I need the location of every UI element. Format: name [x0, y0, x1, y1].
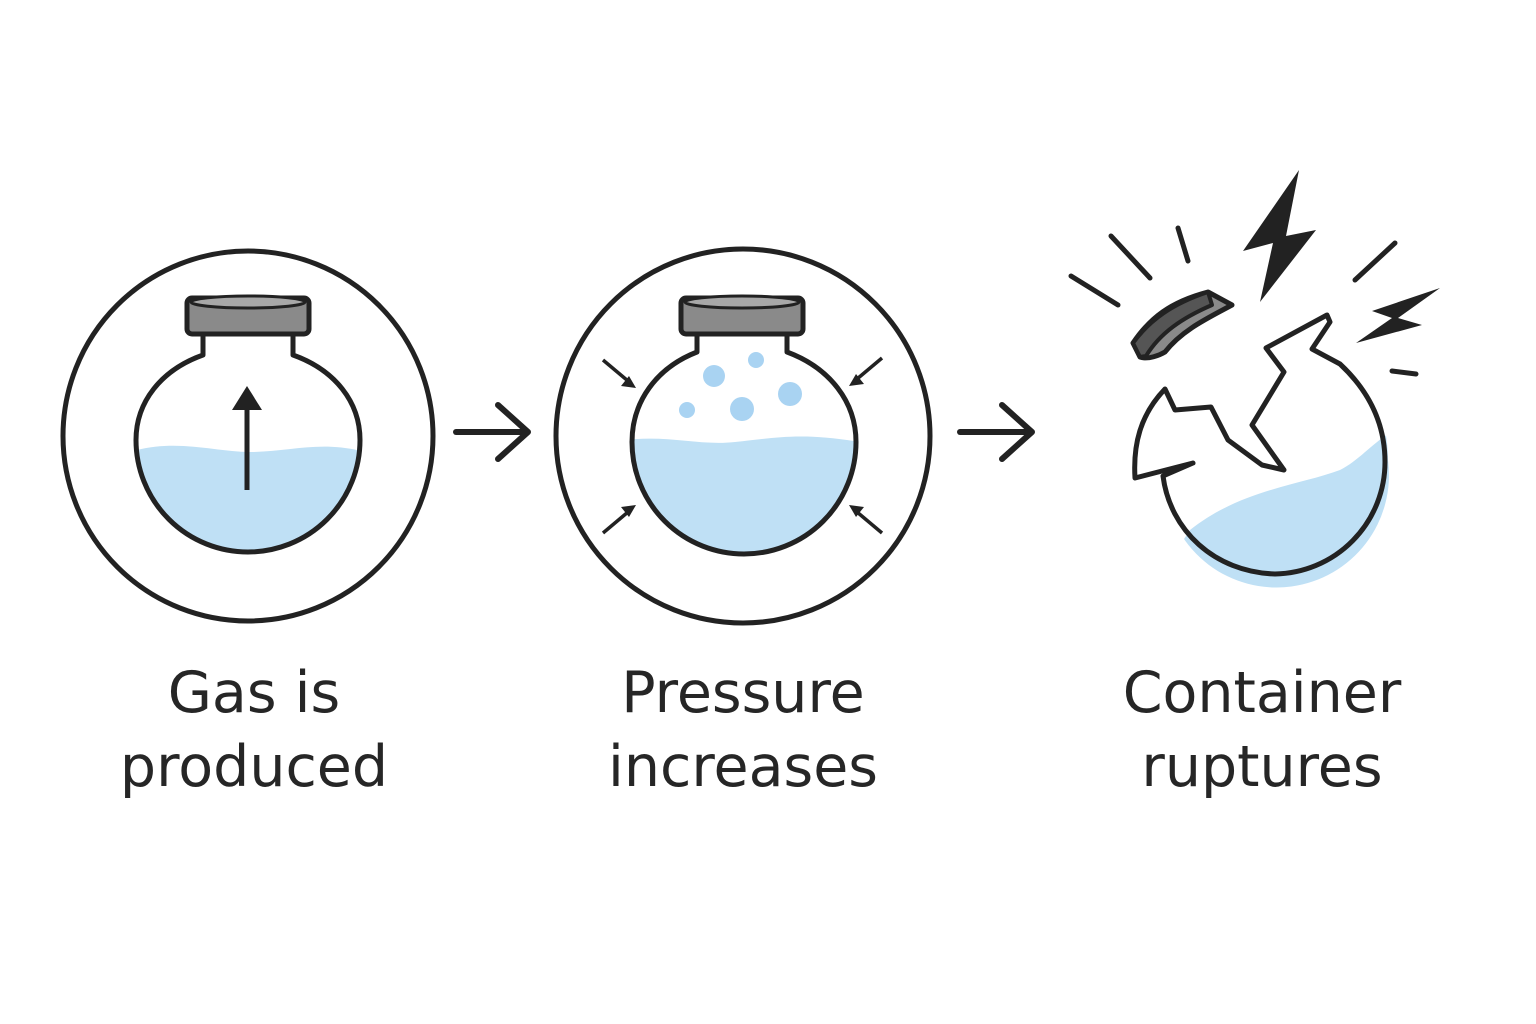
step-1-ring — [60, 248, 436, 624]
broken-lid — [1130, 289, 1235, 361]
step-2-label-line-2: increases — [608, 734, 878, 800]
rising-gas-arrow-icon — [232, 386, 262, 490]
right-arrow-icon — [957, 402, 1035, 462]
pressure-arrows — [601, 356, 884, 535]
step-2-label: Pressure increases — [533, 656, 953, 804]
step-3-label-line-1: Container — [1122, 660, 1402, 726]
gas-bubbles — [679, 352, 802, 421]
lightning-bolt-icon — [1243, 170, 1316, 302]
step-2-icon — [553, 246, 933, 626]
step-1-icon — [60, 248, 436, 624]
burst-lines — [1068, 225, 1419, 377]
broken-flask-liquid — [1150, 430, 1390, 588]
lightning-bolt-small-icon — [1356, 288, 1440, 343]
flask-2-liquid — [632, 436, 856, 554]
step-1-label-line-1: Gas is — [167, 660, 341, 726]
step-2-ring — [553, 246, 933, 626]
step-3-label-line-2: ruptures — [1141, 734, 1383, 800]
flask-1-body — [133, 333, 363, 555]
step-1-label: Gas is produced — [44, 656, 464, 804]
broken-flask-body — [1132, 312, 1388, 577]
flask-pressure-bubbles-icon — [601, 294, 884, 557]
step-3-label: Container ruptures — [1052, 656, 1472, 804]
right-arrow-icon — [453, 402, 531, 462]
flask-2-body — [629, 333, 859, 557]
step-2-label-line-1: Pressure — [621, 660, 865, 726]
broken-flask-icon — [1068, 170, 1440, 588]
flask-rising-arrow-icon — [133, 294, 363, 555]
step-1-label-line-2: produced — [119, 734, 389, 800]
